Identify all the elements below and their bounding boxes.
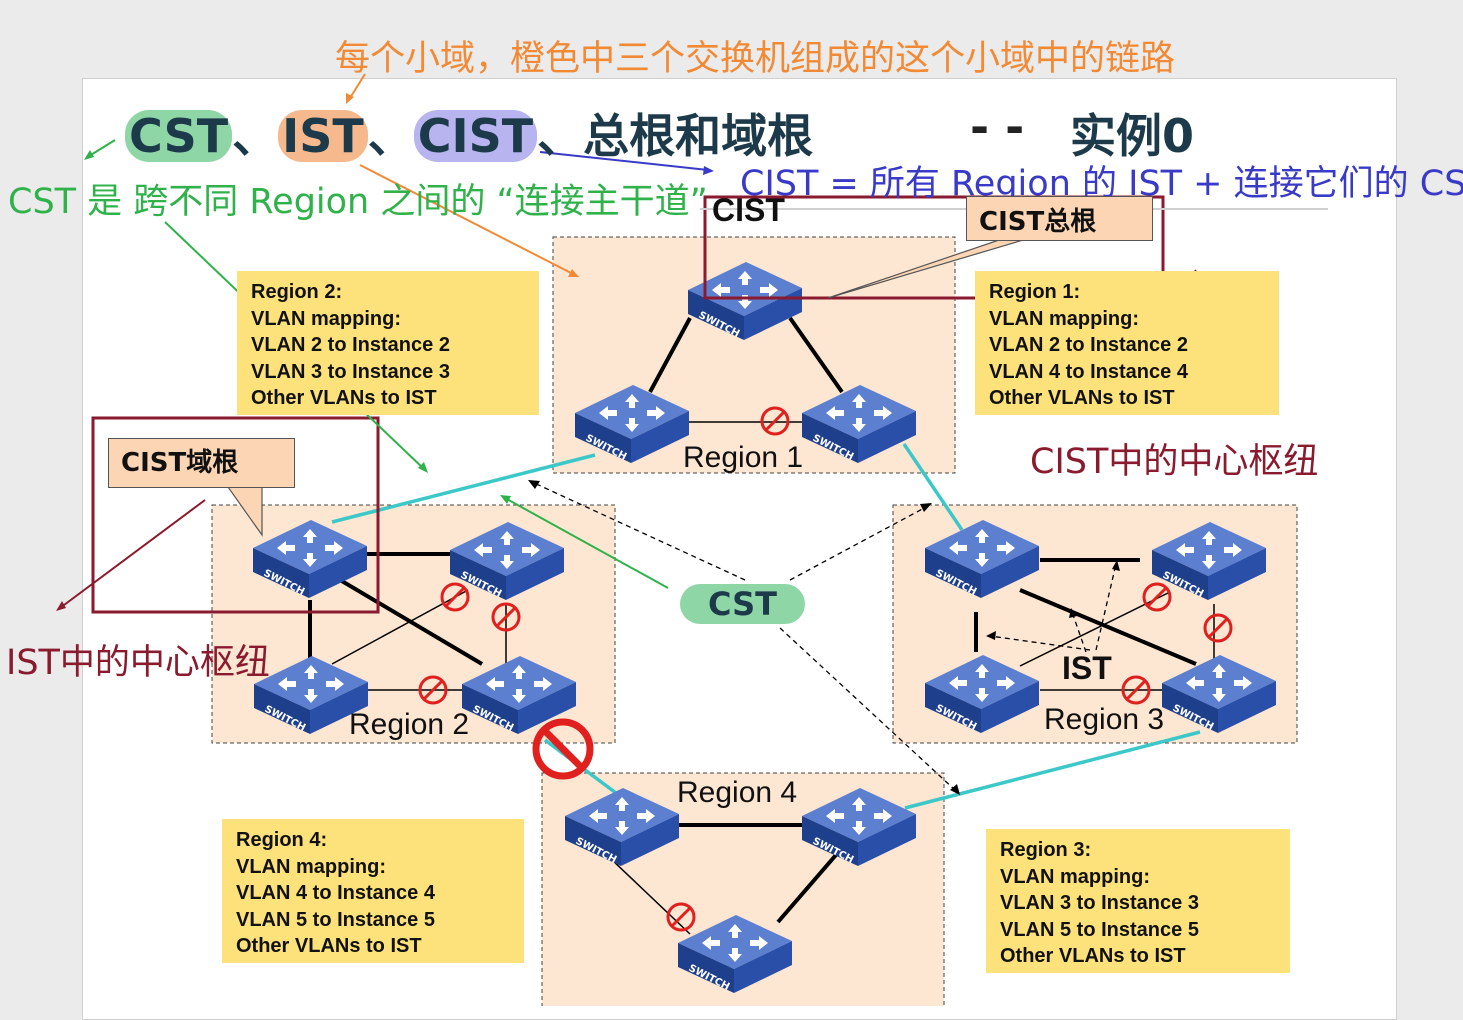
info-line: VLAN 5 to Instance 5 <box>1000 918 1199 941</box>
region3-label: Region 3 <box>1044 703 1165 736</box>
info-line: VLAN 3 to Instance 3 <box>1000 892 1199 914</box>
info-line: VLAN mapping: <box>989 307 1139 330</box>
info-line: VLAN 2 to Instance 2 <box>251 334 450 356</box>
cist-root-frame <box>703 195 1165 300</box>
info-line: VLAN 3 to Instance 3 <box>251 360 450 383</box>
info-line: Other VLANs to IST <box>251 387 437 409</box>
info-line: Region 4: <box>236 829 328 851</box>
info-line: VLAN mapping: <box>251 307 401 330</box>
region3-info-box: Region 3: VLAN mapping: VLAN 3 to Instan… <box>986 829 1290 973</box>
title-sep: 、 <box>232 109 279 163</box>
cist-hub-note: CIST中的中心枢纽 <box>1030 442 1319 482</box>
info-line: Region 1: <box>989 281 1081 303</box>
info-line: VLAN 4 to Instance 4 <box>989 360 1188 383</box>
orange-note: 每个小域，橙色中三个交换机组成的这个小域中的链路 <box>335 39 1176 79</box>
title-ist: IST <box>278 110 368 162</box>
info-line: Region 3: <box>1000 839 1092 861</box>
cist-label: CIST <box>712 192 785 228</box>
ist-hub-note: IST中的中心枢纽 <box>6 643 270 683</box>
title-rest: 总根和域根 <box>583 109 814 163</box>
title-sep: 、 <box>367 109 414 163</box>
region2-label: Region 2 <box>349 708 470 741</box>
info-line: VLAN 4 to Instance 4 <box>236 882 435 904</box>
info-line: Other VLANs to IST <box>1000 945 1186 967</box>
region4-info-box: Region 4: VLAN mapping: VLAN 4 to Instan… <box>222 819 524 963</box>
info-line: Other VLANs to IST <box>236 935 422 957</box>
title-cist: CIST <box>413 110 538 162</box>
region1-info-box: Region 1: VLAN mapping: VLAN 2 to Instan… <box>975 271 1279 415</box>
region4-label: Region 4 <box>677 776 798 809</box>
cist-regional-root-callout: CIST域根 <box>108 438 295 488</box>
region2-info-box: Region 2: VLAN mapping: VLAN 2 to Instan… <box>237 271 539 415</box>
info-line: VLAN mapping: <box>1000 865 1150 888</box>
cist-regional-root-frame <box>91 416 380 614</box>
info-line: VLAN 5 to Instance 5 <box>236 908 435 931</box>
cist-root-callout: CIST总根 <box>966 196 1153 241</box>
cst-pill: CST <box>680 584 805 624</box>
page-title: CST、IST、CIST、总根和域根 <box>125 100 813 163</box>
title-example: 实例0 <box>1070 109 1195 163</box>
info-line: Other VLANs to IST <box>989 387 1175 409</box>
title-dashes: - - <box>970 100 1025 154</box>
ist-label: IST <box>1062 650 1112 686</box>
title-sep: 、 <box>537 109 584 163</box>
big-blocked-port-icon <box>532 718 594 780</box>
region1-label: Region 1 <box>683 441 804 474</box>
info-line: Region 2: <box>251 281 343 303</box>
info-line: VLAN 2 to Instance 2 <box>989 334 1188 356</box>
title-cst: CST <box>125 110 233 162</box>
info-line: VLAN mapping: <box>236 855 386 878</box>
cst-description: CST 是 跨不同 Region 之间的 “连接主干道” <box>8 182 708 222</box>
